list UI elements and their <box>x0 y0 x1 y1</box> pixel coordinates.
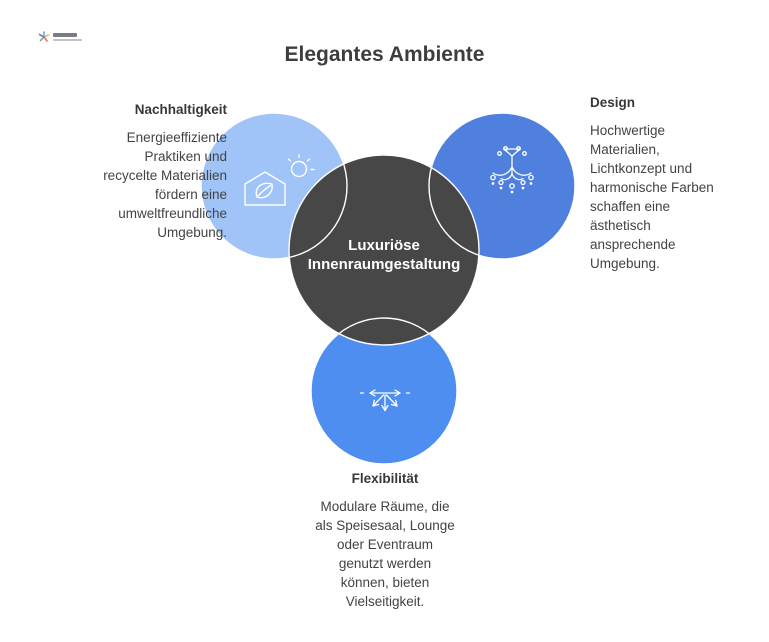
center-label: Luxuriöse Innenraumgestaltung <box>307 237 461 273</box>
chandelier-icon <box>490 146 534 194</box>
watermark-logo <box>38 31 82 43</box>
eco-house-icon <box>244 154 315 206</box>
watermark-text-lines <box>53 31 82 41</box>
node-body-flexibilitaet: Modulare Räume, die als Speisesaal, Loun… <box>315 499 455 609</box>
circle-outlines <box>200 112 576 465</box>
node-heading-nachhaltigkeit: Nachhaltigkeit <box>134 102 227 117</box>
circle-center <box>289 155 479 345</box>
node-body-nachhaltigkeit: Energieeffiziente Praktiken und recycelt… <box>103 130 227 240</box>
move-arrows-icon <box>359 389 411 412</box>
page-title: Elegantes Ambiente <box>284 43 485 66</box>
node-heading-flexibilitaet: Flexibilität <box>351 471 419 486</box>
sparkle-logo-icon <box>38 31 50 42</box>
node-design: Design Hochwertige Materialien, Lichtkon… <box>590 93 765 273</box>
node-body-design: Hochwertige Materialien, Lichtkonzept un… <box>590 123 714 271</box>
node-nachhaltigkeit: Nachhaltigkeit Energieeffiziente Praktik… <box>42 100 227 242</box>
node-heading-design: Design <box>590 95 636 110</box>
node-flexibilitaet: Flexibilität Modulare Räume, die als Spe… <box>278 469 492 611</box>
